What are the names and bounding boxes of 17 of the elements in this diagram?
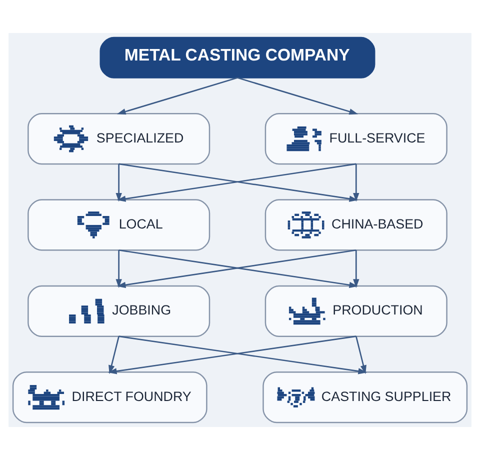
node-box: SPECIALIZED: [28, 112, 210, 164]
arrow: [116, 250, 122, 288]
arrow: [353, 250, 360, 288]
node-box: DIRECT FOUNDRY: [12, 371, 208, 423]
arrow: [116, 163, 122, 202]
node-box: PRODUCTION: [264, 284, 448, 336]
node-box: FULL-SERVICE: [264, 112, 448, 164]
node-box: CHINA-BASED: [264, 198, 448, 250]
arrow: [116, 76, 238, 114]
arrow: [355, 336, 366, 374]
arrow: [108, 336, 120, 374]
arrow: [353, 163, 360, 202]
node-box: JOBBING: [28, 284, 210, 336]
node-box: CASTING SUPPLIER: [262, 371, 468, 423]
node-box: METAL CASTING COMPANY: [100, 36, 376, 78]
arrow: [237, 76, 358, 114]
node-box: LOCAL: [28, 198, 210, 250]
